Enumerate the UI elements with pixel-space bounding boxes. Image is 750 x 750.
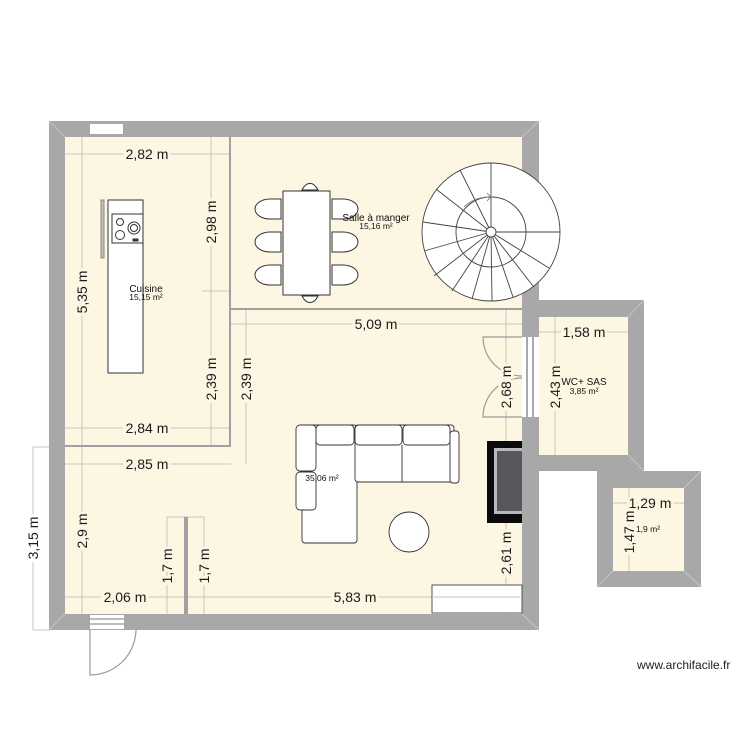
dim-door: 2,68 m (498, 366, 514, 409)
dim-entry-top: 2,85 m (126, 456, 169, 472)
chair (331, 231, 359, 253)
chair (254, 231, 282, 253)
room-name-wc-sas: WC+ SAS (561, 377, 607, 388)
dim-small-width: 1,29 m (629, 495, 672, 511)
partition-cuisine-right (229, 137, 231, 447)
floor-petite-piece[interactable] (613, 488, 684, 571)
dim-bottom-right: 5,83 m (334, 589, 377, 605)
dim-fireplace: 2,61 m (498, 532, 514, 575)
round-coffee-table[interactable] (388, 511, 430, 553)
dim-cuisine-top: 2,82 m (126, 146, 169, 162)
wall-small-left (597, 471, 613, 587)
dim-entry-height: 2,9 m (74, 513, 90, 548)
wall-wc-bottom (522, 455, 644, 471)
room-name-cuisine: Cuisine (129, 284, 163, 295)
partition-cuisine-bottom (65, 445, 231, 447)
dim-cuisine-height: 5,35 m (74, 271, 90, 314)
floor-wc-sas[interactable] (539, 317, 628, 455)
chair (301, 182, 319, 191)
spiral-staircase[interactable] (421, 162, 561, 302)
dining-table (282, 190, 331, 296)
dim-bottom-left: 2,06 m (104, 589, 147, 605)
wall-top (49, 121, 539, 137)
fireplace[interactable] (487, 441, 522, 523)
room-labels: Cuisine 15,15 m² Salle à manger 15,16 m²… (129, 213, 660, 534)
dim-salon-left: 2,39 m (238, 358, 254, 401)
room-area-sejour: 35,06 m² (305, 473, 339, 483)
dim-partition-right: 1,7 m (196, 548, 212, 583)
floors (65, 137, 684, 614)
tv-cabinet[interactable] (431, 584, 523, 614)
chair (254, 198, 282, 220)
corner-sofa[interactable] (295, 424, 460, 544)
wall-small-top (597, 471, 701, 488)
wall-small-right (684, 471, 701, 587)
dim-salon-top: 5,09 m (355, 316, 398, 332)
dimension-labels: 2,82 m 5,35 m 2,98 m 2,39 m 2,39 m 2,84 … (22, 143, 674, 608)
floor-cuisine[interactable] (65, 137, 229, 446)
floor-entree[interactable] (65, 447, 231, 614)
dim-partition-left: 1,7 m (159, 548, 175, 583)
dim-outer-left: 3,15 m (25, 517, 41, 560)
watermark: www.archifacile.fr (637, 658, 731, 672)
dim-wc-width: 1,58 m (563, 324, 606, 340)
wall-wc-right (628, 300, 644, 471)
wall-bottom (49, 614, 539, 630)
room-area-wc-sas: 3,85 m² (570, 386, 599, 396)
dining-table-set[interactable] (254, 182, 359, 304)
partition-entry (184, 517, 188, 614)
entry-door[interactable] (89, 615, 137, 676)
dim-cuisine-bottom: 2,84 m (126, 420, 169, 436)
dim-cuisine-right-upper: 2,98 m (203, 201, 219, 244)
chair (331, 198, 359, 220)
dim-wc-height: 2,43 m (547, 366, 563, 409)
walls (49, 121, 701, 630)
partition-salle-bottom (229, 308, 522, 310)
window-wc[interactable] (522, 337, 539, 417)
room-area-cuisine: 15,15 m² (129, 292, 163, 302)
wall-left (49, 121, 65, 630)
dim-cuisine-right-lower: 2,39 m (203, 358, 219, 401)
wall-wc-top (522, 300, 644, 317)
room-name-salle-a-manger: Salle à manger (342, 213, 410, 224)
room-area-salle-a-manger: 15,16 m² (359, 221, 393, 231)
window-top-left[interactable] (90, 124, 123, 134)
wall-small-bottom (597, 571, 701, 587)
chair (301, 295, 319, 304)
wall-corners (48, 120, 702, 631)
double-door-wc[interactable] (482, 336, 523, 418)
chair (254, 264, 282, 286)
kitchen-island[interactable] (100, 199, 144, 374)
dim-small-height: 1,47 m (621, 511, 637, 554)
room-area-petite-piece: 1,9 m² (636, 524, 660, 534)
chair (331, 264, 359, 286)
